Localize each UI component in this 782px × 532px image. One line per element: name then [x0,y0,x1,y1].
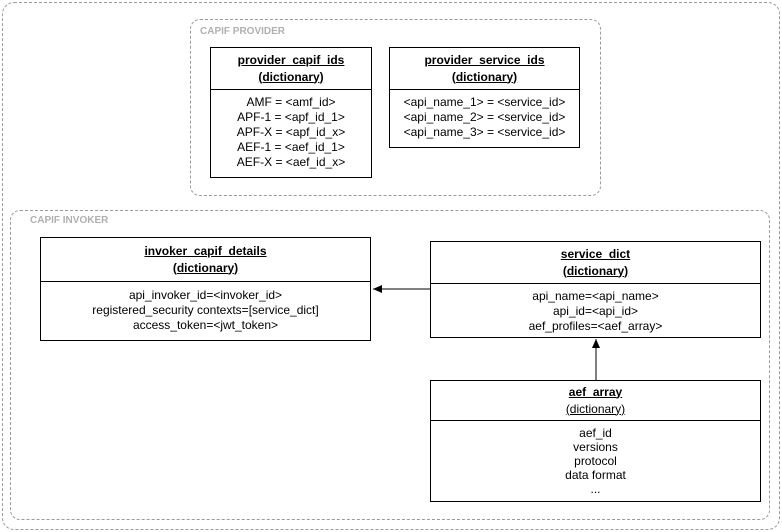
invoker-capif-details-box: invoker_capif_details (dictionary) api_i… [40,237,371,341]
invoker-capif-details-line: access_token=<jwt_token> [132,318,279,332]
provider-service-ids-line: <api_name_3> = <service_id> [403,125,566,139]
provider-capif-ids-title: provider_capif_ids [237,52,345,67]
provider-capif-ids-line: APF-1 = <apf_id_1> [237,110,345,124]
service-dict-body: api_name=<api_name> api_id=<api_id> aef_… [431,284,760,334]
aef-array-title: aef_array [568,384,623,399]
capif-invoker-label: CAPIF INVOKER [30,215,109,226]
provider-service-ids-line: <api_name_2> = <service_id> [403,110,566,124]
provider-service-ids-title: provider_service_ids [424,52,545,67]
service-dict-line: api_name=<api_name> [532,289,659,303]
service-dict-title: service_dict [560,246,631,261]
provider-service-ids-line: <api_name_1> = <service_id> [403,95,566,109]
service-dict-subtitle: (dictionary) [562,263,629,278]
aef-array-line: protocol [574,454,617,468]
invoker-capif-details-title: invoker_capif_details [144,243,267,258]
provider-capif-ids-line: AEF-X = <aef_id_x> [236,155,346,169]
service-dict-header: service_dict (dictionary) [431,242,760,284]
aef-array-header: aef_array (dictionary) [431,381,760,421]
provider-service-ids-body: <api_name_1> = <service_id> <api_name_2>… [390,90,579,140]
provider-capif-ids-line: AEF-1 = <aef_id_1> [237,140,345,154]
aef-array-line: ... [590,482,601,496]
provider-capif-ids-box: provider_capif_ids (dictionary) AMF = <a… [210,47,372,178]
capif-provider-group [190,19,601,196]
invoker-capif-details-body: api_invoker_id=<invoker_id> registered_s… [41,282,370,333]
invoker-capif-details-line: api_invoker_id=<invoker_id> [128,288,283,302]
aef-array-body: aef_id versions protocol data format ... [431,421,760,496]
invoker-capif-details-header: invoker_capif_details (dictionary) [41,238,370,282]
capif-invoker-group [10,210,770,520]
aef-array-line: versions [573,440,618,454]
aef-array-line: aef_id [579,426,612,440]
provider-service-ids-subtitle: (dictionary) [451,69,518,84]
service-dict-line: aef_profiles=<aef_array> [528,319,663,333]
provider-capif-ids-header: provider_capif_ids (dictionary) [211,48,371,90]
aef-array-line: data format [565,468,626,482]
invoker-capif-details-subtitle: (dictionary) [172,260,239,275]
capif-provider-label: CAPIF PROVIDER [200,26,286,37]
provider-capif-ids-line: AMF = <amf_id> [246,95,336,109]
service-dict-line: api_id=<api_id> [552,304,639,318]
aef-array-subtitle: (dictionary) [565,401,626,416]
invoker-capif-details-line: registered_security contexts=[service_di… [92,303,319,317]
provider-service-ids-box: provider_service_ids (dictionary) <api_n… [389,47,580,148]
provider-service-ids-header: provider_service_ids (dictionary) [390,48,579,90]
provider-capif-ids-body: AMF = <amf_id> APF-1 = <apf_id_1> APF-X … [211,90,371,170]
provider-capif-ids-line: APF-X = <apf_id_x> [236,125,346,139]
provider-capif-ids-subtitle: (dictionary) [258,69,324,84]
service-dict-box: service_dict (dictionary) api_name=<api_… [430,241,761,338]
aef-array-box: aef_array (dictionary) aef_id versions p… [430,380,761,502]
